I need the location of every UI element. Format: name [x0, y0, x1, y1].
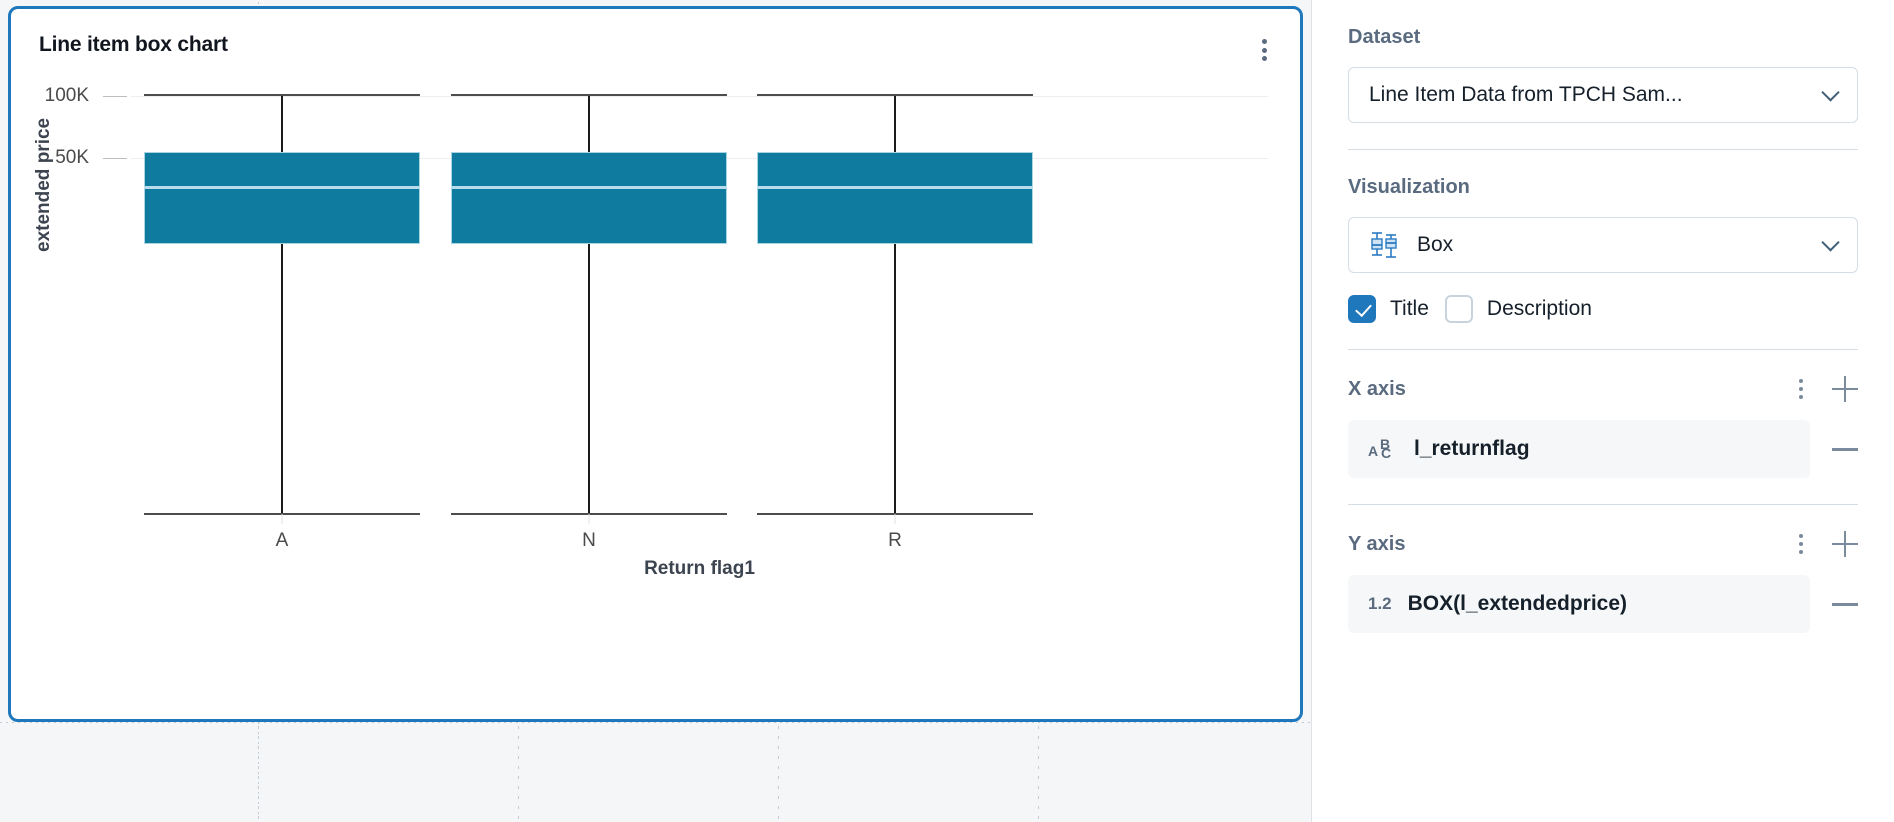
y-axis-kebab-menu-icon[interactable] — [1792, 533, 1810, 555]
canvas-grid-column — [518, 726, 519, 822]
y-tick-mark-1 — [103, 158, 127, 159]
y-axis-field-chip[interactable]: 1.2 BOX(l_extendedprice) — [1348, 575, 1810, 633]
box-plot-icon — [1371, 232, 1397, 258]
canvas-grid-column — [258, 726, 259, 822]
checkbox-checked-icon — [1348, 295, 1376, 323]
chevron-down-icon — [1821, 83, 1840, 102]
description-checkbox[interactable]: Description — [1444, 295, 1592, 323]
box-rect — [451, 152, 727, 244]
dashboard-canvas: Line item box chart extended price 100K … — [0, 0, 1311, 822]
y-tick-label-0: 100K — [44, 85, 89, 106]
description-checkbox-label: Description — [1486, 297, 1592, 320]
x-tick-label-a: A — [275, 530, 289, 551]
gridline-100k — [131, 96, 1268, 97]
page-title: Line item box chart — [39, 33, 228, 56]
whisker-cap-max — [451, 94, 727, 96]
x-tick-mark-r — [894, 514, 896, 524]
whisker-cap-max — [757, 94, 1033, 96]
box-group-a[interactable]: A — [144, 67, 420, 667]
chart-card[interactable]: Line item box chart extended price 100K … — [8, 6, 1303, 722]
median-line — [757, 186, 1033, 189]
x-axis-title: Return flag1 — [644, 558, 755, 579]
box-group-n[interactable]: N — [451, 67, 727, 667]
visualization-heading: Visualization — [1348, 176, 1470, 198]
x-tick-label-n: N — [582, 530, 596, 551]
visualization-section: Visualization Bo — [1348, 149, 1858, 323]
x-axis-heading: X axis — [1348, 377, 1406, 400]
dataset-section: Dataset Line Item Data from TPCH Sam... — [1348, 0, 1858, 123]
y-axis-remove-minus-icon[interactable] — [1832, 591, 1858, 617]
kebab-menu-icon[interactable] — [1254, 37, 1274, 63]
whisker-line — [281, 95, 283, 515]
whisker-line — [588, 95, 590, 515]
y-axis-title: extended price — [33, 117, 54, 252]
chevron-down-icon — [1821, 233, 1840, 252]
x-axis-kebab-menu-icon[interactable] — [1792, 378, 1810, 400]
title-checkbox[interactable]: Title — [1348, 295, 1429, 323]
config-panel: Dataset Line Item Data from TPCH Sam... … — [1311, 0, 1894, 822]
checkbox-unchecked-icon — [1444, 295, 1473, 323]
whisker-line — [894, 95, 896, 515]
whisker-cap-max — [144, 94, 420, 96]
dataset-select[interactable]: Line Item Data from TPCH Sam... — [1348, 67, 1858, 123]
visualization-select[interactable]: Box — [1348, 217, 1858, 273]
box-rect — [757, 152, 1033, 244]
visualization-toggles: Title Description — [1348, 295, 1858, 323]
canvas-grid-column — [778, 726, 779, 822]
x-tick-mark-n — [588, 514, 590, 524]
x-axis-remove-minus-icon[interactable] — [1832, 436, 1858, 462]
x-axis-field-name: l_returnflag — [1414, 437, 1530, 460]
x-tick-label-r: R — [888, 530, 902, 551]
median-line — [451, 186, 727, 189]
box-chart-plot: extended price 100K 50K A — [11, 67, 1300, 667]
dataset-select-value: Line Item Data from TPCH Sam... — [1369, 83, 1683, 106]
visualization-select-value: Box — [1417, 233, 1454, 256]
y-axis-section: Y axis 1.2 BOX(l_extendedprice) — [1348, 504, 1858, 633]
y-tick-mark-0 — [103, 96, 127, 97]
y-tick-label-1: 50K — [55, 147, 89, 168]
x-axis-add-plus-icon[interactable] — [1832, 376, 1858, 402]
y-axis-field-name: BOX(l_extendedprice) — [1407, 592, 1628, 615]
box-rect — [144, 152, 420, 244]
y-axis-heading: Y axis — [1348, 532, 1406, 555]
title-checkbox-label: Title — [1390, 297, 1429, 320]
number-type-icon: 1.2 — [1368, 594, 1392, 613]
x-tick-mark-a — [281, 514, 283, 524]
canvas-grid-column — [1038, 726, 1039, 822]
median-line — [144, 186, 420, 189]
box-group-r[interactable]: R — [757, 67, 1033, 667]
y-axis-field-row: 1.2 BOX(l_extendedprice) — [1348, 575, 1858, 633]
y-axis-add-plus-icon[interactable] — [1832, 531, 1858, 557]
dataset-heading: Dataset — [1348, 26, 1421, 48]
